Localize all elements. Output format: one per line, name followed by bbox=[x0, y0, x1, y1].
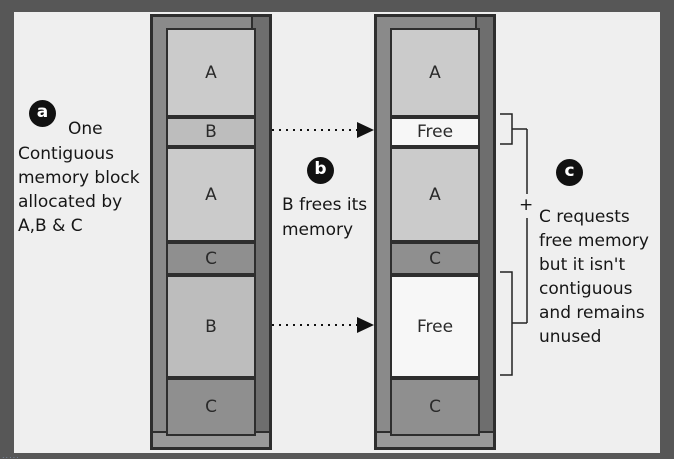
label-a-line-4: allocated by bbox=[18, 192, 123, 212]
dotted-arrow-upper bbox=[272, 122, 374, 138]
memory-block-b: B bbox=[166, 117, 256, 147]
memory-block-c: C bbox=[390, 242, 480, 275]
bracket-upper bbox=[500, 113, 528, 194]
label-c-line-2: free memory bbox=[539, 231, 649, 251]
badge-a: a bbox=[29, 100, 56, 127]
taskbar-dots: ..... bbox=[2, 451, 20, 460]
memory-block-b: B bbox=[166, 275, 256, 378]
memory-block-c: C bbox=[390, 378, 480, 436]
label-c-line-6: unused bbox=[539, 327, 602, 347]
memory-block-a: A bbox=[390, 28, 480, 117]
plus-sign: + bbox=[519, 195, 534, 215]
label-a-line-3: memory block bbox=[18, 168, 140, 188]
badge-c: c bbox=[556, 159, 583, 186]
label-c-line-1: C requests bbox=[539, 207, 630, 227]
bracket-lower bbox=[500, 218, 528, 376]
memory-block-c: C bbox=[166, 378, 256, 436]
badge-b: b bbox=[307, 157, 334, 184]
label-a-line-1: One bbox=[68, 119, 103, 139]
dotted-arrow-lower bbox=[272, 317, 374, 333]
label-c-line-4: contiguous bbox=[539, 279, 633, 299]
label-c-line-5: and remains bbox=[539, 303, 645, 323]
label-a-line-5: A,B & C bbox=[18, 216, 83, 236]
label-b-line-1: B frees its bbox=[282, 195, 368, 215]
memory-block-a: A bbox=[166, 28, 256, 117]
label-a-line-2: Contiguous bbox=[18, 144, 115, 164]
memory-column-before: A B A C B C bbox=[150, 14, 272, 450]
memory-block-free: Free bbox=[390, 117, 480, 147]
label-b-line-2: memory bbox=[282, 220, 354, 240]
label-c-line-3: but it isn't bbox=[539, 255, 626, 275]
memory-block-free: Free bbox=[390, 275, 480, 378]
memory-block-c: C bbox=[166, 242, 256, 275]
memory-block-a: A bbox=[166, 147, 256, 242]
memory-block-a: A bbox=[390, 147, 480, 242]
memory-column-after: A Free A C Free C bbox=[374, 14, 496, 450]
